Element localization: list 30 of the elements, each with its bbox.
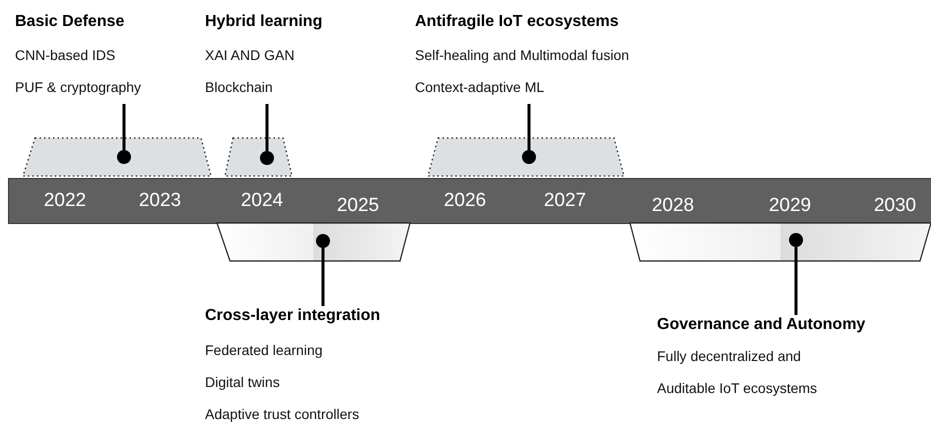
milestone-item: Self-healing and Multimodal fusion bbox=[415, 46, 630, 64]
milestone-item: Fully decentralized and bbox=[657, 347, 802, 365]
year-label: 2030 bbox=[874, 195, 916, 217]
milestone-heading: Basic Defense bbox=[15, 12, 126, 32]
milestone-item: Context-adaptive ML bbox=[415, 78, 546, 96]
milestone-heading: Antifragile IoT ecosystems bbox=[415, 12, 620, 32]
year-label: 2029 bbox=[768, 195, 812, 217]
milestone-item: Digital twins bbox=[205, 373, 281, 391]
milestone-item: CNN-based IDS bbox=[15, 46, 116, 64]
year-label: 2022 bbox=[44, 190, 86, 212]
leader-line bbox=[122, 104, 126, 150]
milestone-heading: Governance and Autonomy bbox=[657, 315, 866, 335]
milestone-item: Blockchain bbox=[205, 78, 274, 96]
milestone-item: PUF & cryptography bbox=[15, 78, 142, 96]
leader-line bbox=[266, 104, 268, 151]
year-label: 2024 bbox=[240, 190, 284, 212]
leader-line bbox=[322, 248, 324, 306]
year-label: 2027 bbox=[544, 190, 586, 212]
year-label: 2028 bbox=[652, 195, 694, 217]
leader-line bbox=[794, 247, 798, 315]
year-label: 2025 bbox=[336, 195, 380, 217]
milestone-item: Federated learning bbox=[205, 341, 324, 359]
milestone-heading: Hybrid learning bbox=[205, 12, 324, 32]
year-label: 2023 bbox=[138, 190, 182, 212]
milestone-item: Adaptive trust controllers bbox=[205, 405, 360, 423]
year-label: 2026 bbox=[444, 190, 486, 212]
milestone-item: XAI AND GAN bbox=[205, 46, 296, 64]
leader-line bbox=[528, 104, 530, 150]
milestone-item: Auditable IoT ecosystems bbox=[657, 379, 818, 397]
milestone-heading: Cross-layer integration bbox=[205, 306, 382, 326]
